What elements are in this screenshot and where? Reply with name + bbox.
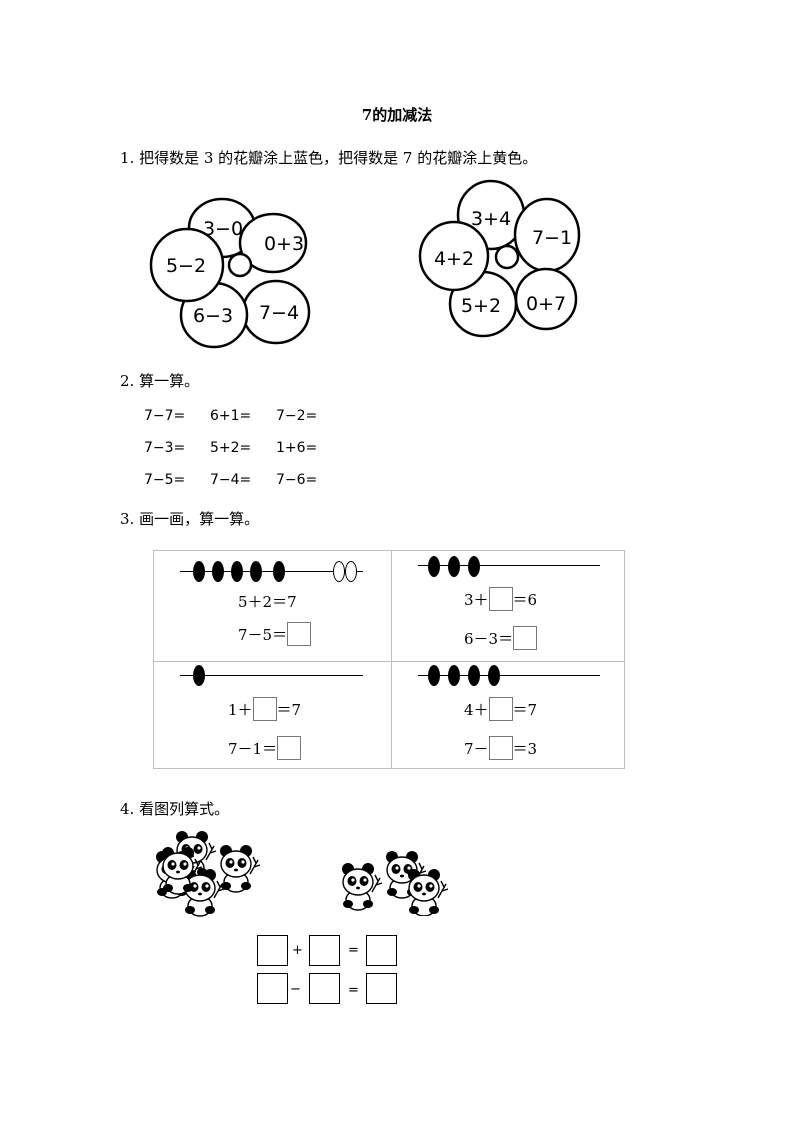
equation-row: 6－3＝: [464, 626, 538, 650]
answer-box[interactable]: [488, 697, 513, 721]
equation-text: 3＋: [464, 590, 489, 609]
flower-1-label: 0+3: [264, 233, 304, 255]
flower-2-label: 3+4: [471, 208, 511, 230]
equation-text: ＝7: [276, 700, 302, 719]
flower-1-label: 5−2: [166, 255, 206, 277]
answer-box[interactable]: [488, 587, 513, 611]
abacus-rod: [418, 675, 600, 676]
equation-text: ＝3: [512, 739, 538, 758]
abacus-table: [153, 550, 625, 769]
question-2-text: 2. 算一算。: [120, 372, 200, 390]
equation-row: 7－5＝: [238, 622, 312, 646]
equals-sign: =: [348, 943, 359, 958]
equation-text: 5＋2＝7: [238, 593, 297, 611]
equation: 7−3=: [144, 440, 186, 456]
answer-box[interactable]: [252, 697, 277, 721]
question-3-text: 3. 画一画，算一算。: [120, 510, 260, 528]
equation-row: 5＋2＝7: [238, 591, 297, 612]
panda-group-2: [341, 850, 448, 916]
bead-filled: [468, 665, 480, 686]
bead-filled: [193, 665, 205, 686]
flower-1-petal-left: [149, 227, 225, 303]
answer-box[interactable]: [309, 935, 340, 966]
bead-filled: [448, 556, 460, 577]
panda-icon: [219, 844, 261, 893]
bead-open: [333, 561, 345, 582]
flower-1-petal-right: [238, 212, 308, 274]
bead-open: [345, 561, 357, 582]
abacus-rod: [180, 675, 363, 676]
equation: 7−7=: [144, 408, 186, 424]
equation-row: 4＋ ＝7: [464, 697, 537, 721]
equation-text: ＝6: [512, 590, 538, 609]
flower-1-label: 3−0: [203, 218, 243, 240]
bead-filled: [488, 665, 500, 686]
flower-1: 3−0 0+3 7−4 6−3 5−2: [149, 197, 311, 349]
flower-2-label: 7−1: [532, 227, 572, 249]
answer-box[interactable]: [366, 973, 397, 1004]
question-4-text: 4. 看图列算式。: [120, 800, 230, 818]
equation: 1+6=: [276, 440, 318, 456]
equation: 7−5=: [144, 472, 186, 488]
equation-text: 4＋: [464, 700, 489, 719]
answer-box[interactable]: [309, 973, 340, 1004]
equation-text: 7－1＝: [228, 739, 278, 758]
plus-sign: +: [292, 943, 303, 958]
answer-box[interactable]: [287, 622, 312, 646]
panda-group-1: [155, 830, 261, 917]
flower-2-label: 0+7: [526, 293, 566, 315]
table-divider: [391, 551, 392, 768]
flower-2: 3+4 7−1 0+7 5+2 4+2: [418, 179, 581, 338]
equation: 7−4=: [210, 472, 252, 488]
answer-box[interactable]: [257, 973, 288, 1004]
panda-icon: [341, 862, 383, 911]
equation-row: 1＋ ＝7: [228, 697, 301, 721]
equation: 5+2=: [210, 440, 252, 456]
flower-2-label: 5+2: [461, 295, 501, 317]
equation-text: 6－3＝: [464, 629, 514, 648]
panda-icon: [407, 868, 448, 916]
equation-row: 7－ ＝3: [464, 736, 537, 760]
answer-box[interactable]: [257, 935, 288, 966]
bead-filled: [250, 561, 262, 582]
page-title: 7的加减法: [361, 106, 433, 124]
bead-filled: [448, 665, 460, 686]
flower-1-label: 6−3: [193, 305, 233, 327]
equation-row: 3＋ ＝6: [464, 587, 537, 611]
bead-filled: [212, 561, 224, 582]
bead-filled: [428, 556, 440, 577]
table-divider: [154, 661, 624, 662]
equation-text: 7－: [464, 739, 489, 758]
equation-row: 7－1＝: [228, 736, 302, 760]
equation: 7−6=: [276, 472, 318, 488]
flower-2-label: 4+2: [434, 248, 474, 270]
bead-filled: [468, 556, 480, 577]
minus-sign: −: [290, 982, 301, 997]
answer-box[interactable]: [513, 626, 538, 650]
flower-2-petal-left: [418, 220, 490, 292]
flower-1-center: [227, 252, 253, 278]
equation: 6+1=: [210, 408, 252, 424]
answer-box[interactable]: [366, 935, 397, 966]
bead-filled: [231, 561, 243, 582]
equals-sign: =: [348, 983, 359, 998]
bead-filled: [193, 561, 205, 582]
equation-text: 7－5＝: [238, 625, 288, 644]
abacus-rod: [180, 571, 363, 572]
equation-text: ＝7: [512, 700, 538, 719]
flower-1-label: 7−4: [259, 302, 299, 324]
answer-box[interactable]: [277, 736, 302, 760]
equation-text: 1＋: [228, 700, 253, 719]
answer-box[interactable]: [488, 736, 513, 760]
flower-2-center: [494, 244, 520, 270]
bead-filled: [273, 561, 285, 582]
panda-icon: [183, 868, 225, 917]
equation: 7−2=: [276, 408, 318, 424]
bead-filled: [428, 665, 440, 686]
question-1-text: 1. 把得数是 3 的花瓣涂上蓝色，把得数是 7 的花瓣涂上黄色。: [120, 149, 538, 167]
abacus-rod: [418, 565, 600, 566]
